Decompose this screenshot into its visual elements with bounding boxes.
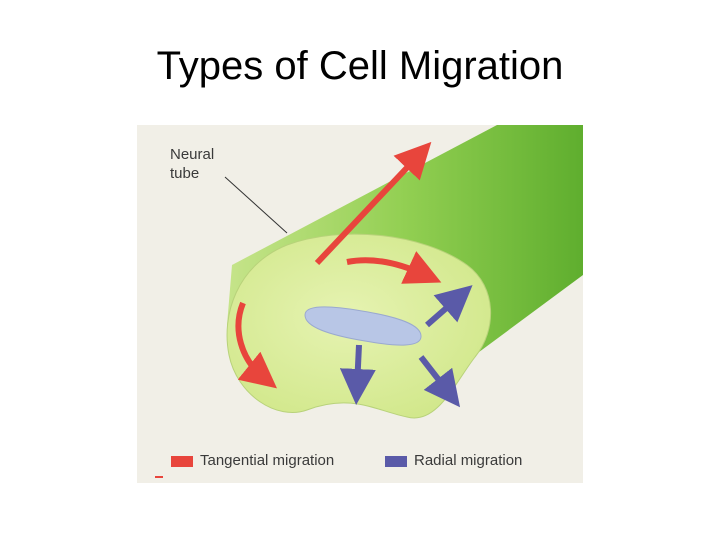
legend-label-tangential: Tangential migration: [200, 452, 335, 469]
callout-leader-line: [224, 176, 288, 234]
radial-arrow-upright: [425, 285, 473, 328]
radial-arrow-downright: [418, 355, 461, 408]
slide-title: Types of Cell Migration: [156, 44, 564, 88]
legend-label-radial: Radial migration: [414, 452, 523, 469]
neural-tube-figure: Neural tube Tangential migration Radial …: [137, 125, 583, 483]
tangential-arrow-left: [235, 301, 277, 389]
tangential-arrow-long: [314, 141, 432, 266]
callout-line-1: Neural: [170, 146, 215, 163]
tangential-arrow-top: [346, 251, 442, 284]
legend-background: [137, 443, 583, 483]
central-canal: [304, 306, 422, 346]
radial-arrow-down: [339, 344, 376, 405]
neural-tube-diagram: [137, 125, 583, 483]
legend-swatch-radial: [385, 456, 407, 467]
callout-line-2: tube: [170, 165, 200, 182]
legend-swatch-tangential: [171, 456, 193, 467]
neural-tube-callout: Neural tube: [170, 145, 230, 183]
